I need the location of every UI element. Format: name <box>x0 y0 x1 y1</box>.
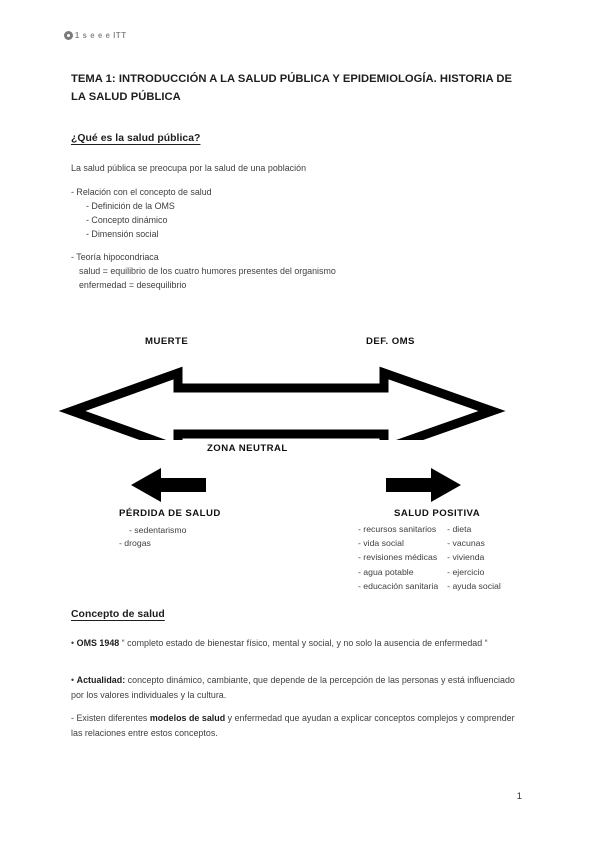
branch-item-ayuda-social: - ayuda social <box>447 580 501 591</box>
list-item-relacion-concepto-salud: - Relación con el concepto de salud <box>71 187 212 197</box>
bullet-marker: • <box>71 638 75 648</box>
closing-prefix: - Existen diferentes <box>71 713 150 723</box>
branch-item-vacunas: - vacunas <box>447 538 485 549</box>
branch-item-agua-potable: - agua potable <box>358 566 414 577</box>
diagram-label-muerte: MUERTE <box>145 336 189 347</box>
branch-item-revisiones-medicas: - revisiones médicas <box>358 552 438 563</box>
section-heading-que-es-la-salud-publica: ¿Qué es la salud pública? <box>71 133 201 144</box>
bullet-text-oms-1948: “ completo estado de bienestar físico, m… <box>119 638 488 648</box>
bullet-actualidad: • Actualidad: concepto dinámico, cambian… <box>71 673 523 702</box>
branch-item-dieta: - dieta <box>447 524 472 534</box>
section-heading-concepto-de-salud: Concepto de salud <box>71 609 165 620</box>
watermark-label: 1 s e e e ITT <box>75 30 127 41</box>
closing-paragraph: - Existen diferentes modelos de salud y … <box>71 711 523 740</box>
left-arrow-icon <box>131 468 206 502</box>
right-arrow-icon <box>386 468 461 502</box>
double-headed-arrow-outline <box>58 366 506 440</box>
bullet-text-actualidad: concepto dinámico, cambiante, que depend… <box>71 675 515 700</box>
branch-title-perdida-de-salud: PÉRDIDA DE SALUD <box>119 508 221 519</box>
branch-item-sedentarismo: - sedentarismo <box>129 525 187 535</box>
bullet-oms-1948: • OMS 1948 “ completo estado de bienesta… <box>71 636 523 651</box>
branch-item-educacion-sanitaria: - educación sanitaria <box>358 580 439 591</box>
salud-positiva-column-a: - recursos sanitarios - vida social - re… <box>358 522 438 593</box>
branch-item-vida-social: - vida social <box>358 538 404 549</box>
list-item-salud-equilibrio: salud = equilibrio de los cuatro humores… <box>79 266 336 276</box>
branch-item-ejercicio: - ejercicio <box>447 566 485 577</box>
list-item-definicion-oms: - Definición de la OMS <box>86 201 175 211</box>
list-item-dimension-social: - Dimensión social <box>86 229 159 239</box>
salud-positiva-column-b: - dieta - vacunas - vivienda - ejercicio… <box>447 522 501 593</box>
at-symbol-icon <box>64 31 73 40</box>
diagram-label-def-oms: DEF. OMS <box>366 336 415 347</box>
list-item-enfermedad-desequilibrio: enfermedad = desequilibrio <box>79 280 187 290</box>
health-continuum-diagram: MUERTE DEF. OMS ZONA NEUTRAL PÉRDIDA DE … <box>0 325 600 595</box>
salud-positiva-lists: - recursos sanitarios - vida social - re… <box>358 522 501 593</box>
source-watermark: 1 s e e e ITT <box>64 31 127 40</box>
branch-item-vivienda: - vivienda <box>447 552 485 563</box>
branch-item-drogas: - drogas <box>119 538 151 548</box>
list-item-concepto-dinamico: - Concepto dinámico <box>86 215 168 225</box>
bullet-lead-actualidad: Actualidad: <box>76 675 126 685</box>
bullet-marker: • <box>71 675 75 685</box>
bullet-lead-oms-1948: OMS 1948 <box>76 638 120 648</box>
page-number: 1 <box>516 791 522 802</box>
list-item-teoria-hipocondriaca: - Teoría hipocondriaca <box>71 252 159 262</box>
page-title: TEMA 1: INTRODUCCIÓN A LA SALUD PÚBLICA … <box>71 73 512 104</box>
branch-item-recursos-sanitarios: - recursos sanitarios <box>358 524 437 534</box>
branch-title-salud-positiva: SALUD POSITIVA <box>394 508 481 519</box>
closing-bold-modelos-de-salud: modelos de salud <box>149 713 226 723</box>
closing-suffix: y enfermedad que ayudan a explicar conce… <box>71 713 515 738</box>
section-one-intro: La salud pública se preocupa por la salu… <box>71 163 307 173</box>
diagram-label-zona-neutral: ZONA NEUTRAL <box>207 443 288 454</box>
